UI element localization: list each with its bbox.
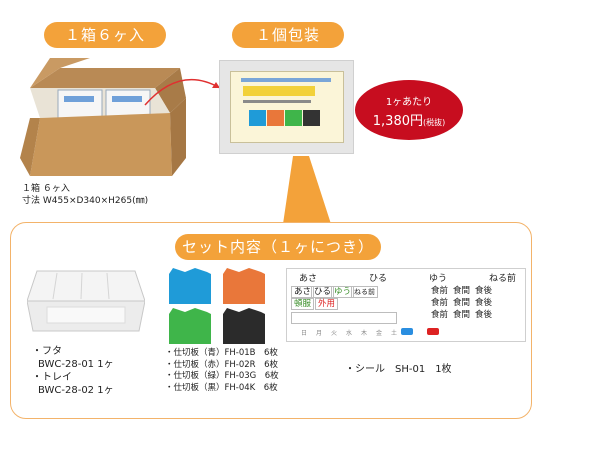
seal-cell: 食間 — [453, 310, 471, 320]
seal-cell: あさ — [291, 286, 315, 298]
seal-header-label: ゆう — [429, 274, 448, 284]
tray-label: ・トレイ — [32, 372, 72, 383]
weekday-label: 木 — [361, 330, 368, 337]
seal-cell: 頓服 — [291, 298, 315, 310]
tray-code: BWC-28-02 1ヶ — [38, 385, 114, 396]
weekday-label: 火 — [331, 330, 338, 337]
seal-cell: 食前 — [431, 298, 449, 308]
price-label: 1ヶあたり — [385, 97, 433, 108]
box-info: １箱 ６ヶ入 寸法 W455×D340×H265(㎜) — [22, 183, 148, 207]
single-pack-image — [219, 60, 354, 154]
seal-weekday-row: 日 月 火 水 木 金 土 — [291, 328, 521, 338]
weekday-label: 月 — [316, 330, 323, 337]
price-amount: 1,380円 — [372, 114, 423, 129]
lid-code: BWC-28-01 1ヶ — [38, 359, 114, 370]
down-arrow-icon — [283, 156, 331, 224]
seal-cell: 食間 — [453, 298, 471, 308]
seal-cell: 食間 — [453, 286, 471, 296]
seal-info: ・シール SH-01 1枚 — [345, 364, 452, 375]
divider-item: ・仕切板（緑）FH-03G 6枚 — [165, 371, 279, 381]
seal-cell: 外用 — [315, 298, 339, 310]
box-dimensions-text: 寸法 W455×D340×H265(㎜) — [22, 196, 149, 206]
weekday-label: 土 — [391, 330, 398, 337]
price-value: 1,380円(税抜) — [355, 110, 463, 129]
seal-right-grid: 食前 食間 食後 食前 食間 食後 食前 食間 食後 — [429, 286, 521, 324]
seal-cell: 食前 — [431, 310, 449, 320]
seal-header-label: あさ — [299, 274, 318, 284]
divider-list: ・仕切板（青）FH-01B 6枚 ・仕切板（赤）FH-02R 6枚 ・仕切板（緑… — [165, 348, 279, 394]
seal-cell: 食前 — [431, 286, 449, 296]
seal-cell: ねる前 — [351, 286, 378, 298]
tray-with-lid-image — [27, 270, 145, 332]
weekday-label: 金 — [376, 330, 383, 337]
seal-red-tag — [427, 328, 439, 335]
seal-cell: ゆう — [331, 286, 355, 298]
divider-item: ・仕切板（黒）FH-04K 6枚 — [165, 382, 278, 393]
weekday-label: 水 — [346, 330, 353, 337]
box-count-text: １箱 ６ヶ入 — [22, 184, 70, 194]
divider-plates-image — [169, 268, 265, 344]
lid-label: ・フタ — [32, 346, 62, 357]
shipping-carton-image — [20, 58, 186, 176]
arrow-to-pack-icon — [144, 78, 221, 106]
price-badge: 1ヶあたり 1,380円(税抜) — [355, 80, 463, 140]
seal-left-grid: あさ ひる ゆう ねる前 頓服 外用 — [291, 286, 399, 324]
weekday-label: 日 — [301, 330, 308, 337]
seal-sheet-image: あさ ひる ゆう ねる前 あさ ひる ゆう ねる前 頓服 外用 食前 食間 食後… — [286, 268, 526, 342]
seal-blue-tag — [401, 328, 413, 335]
seal-header-label: ひる — [369, 274, 388, 284]
divider-item: ・仕切板（赤）FH-02R 6枚 — [165, 359, 278, 370]
seal-cell: ひる — [311, 286, 335, 298]
seal-header-row: あさ ひる ゆう ねる前 — [299, 271, 519, 285]
seal-cell: 食後 — [475, 310, 493, 320]
price-tax-note: (税抜) — [422, 118, 446, 127]
seal-cell — [291, 312, 397, 324]
tray-info: ・フタ BWC-28-01 1ヶ ・トレイ BWC-28-02 1ヶ — [32, 345, 114, 397]
divider-item: ・仕切板（青）FH-01B 6枚 — [165, 348, 278, 358]
seal-header-label: ねる前 — [489, 274, 517, 284]
set-contents-badge: セット内容（１ヶにつき） — [175, 234, 381, 260]
single-pack-badge: １個包装 — [232, 22, 344, 48]
seal-cell: 食後 — [475, 298, 493, 308]
box-count-badge: １箱６ヶ入 — [44, 22, 166, 48]
seal-cell: 食後 — [475, 286, 493, 296]
